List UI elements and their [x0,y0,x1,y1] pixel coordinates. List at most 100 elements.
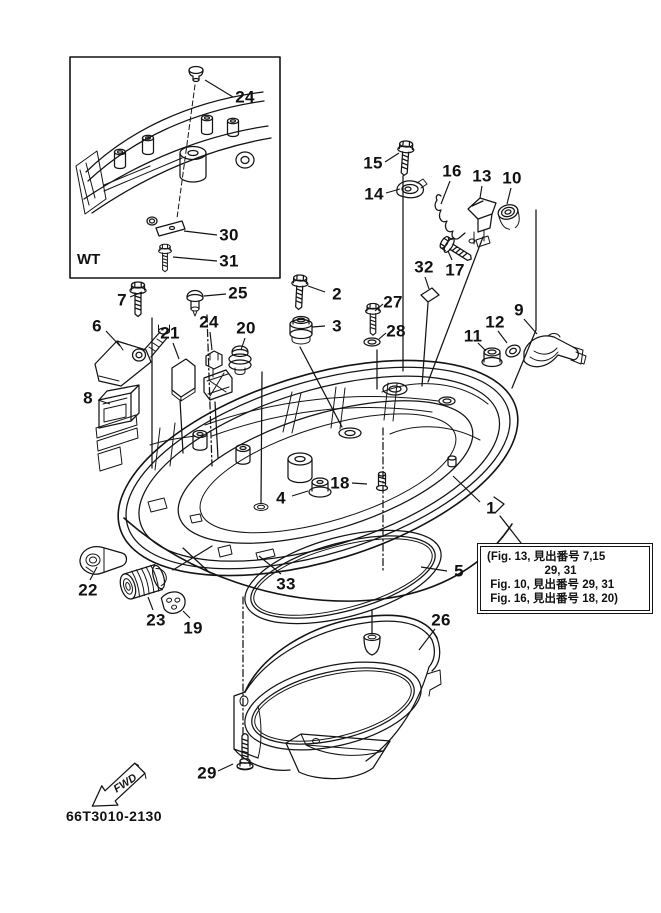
leader-line-30 [183,230,218,236]
callout-24: 24 [199,312,219,332]
leader-line-20 [240,337,246,351]
callout-17: 17 [445,260,465,280]
leader-line-27 [374,303,384,312]
callout-24: 24 [235,87,255,107]
leader-line-18 [351,482,368,485]
part-plate-14 [396,178,428,199]
part-screw-29 [236,733,254,771]
leader-line-31 [172,256,218,262]
seal-drawing [244,529,442,625]
part-clamp-30 [146,216,186,237]
callout-32: 32 [414,257,434,277]
callout-2: 2 [332,284,342,304]
part-pad-21 [171,358,196,402]
inset-box [69,56,281,279]
part-bracket-13 [467,197,497,248]
inset-label: WT [77,251,101,268]
leader-line-15 [384,152,400,163]
callout-26: 26 [431,610,451,630]
part-lever-9 [523,333,587,368]
callout-3: 3 [332,316,342,336]
lower-left-parts [79,545,186,614]
bottom-cowling-drawing [95,359,519,602]
leader-line-9 [523,318,538,335]
part-grommet-23 [119,564,167,600]
leader-line-2 [307,285,326,293]
callout-23: 23 [146,610,166,630]
leader-line-29 [217,763,234,772]
leader-line-14 [385,188,401,194]
reference-note-line: (Fig. 13, 見出番号 7,15 [487,551,606,563]
part-washer-12 [505,344,521,358]
part-grommet-10 [497,204,520,230]
right-hardware [481,333,587,368]
callout-11: 11 [463,326,483,346]
part-mount-3 [289,315,313,345]
callout-13: 13 [472,166,492,186]
part-bushing-4 [308,477,332,498]
leader-line-32 [424,276,430,290]
leader-line-1 [452,475,481,503]
leader-line-25 [203,293,227,297]
leader-line-33 [258,555,282,575]
leader-line-24 [204,79,234,98]
leader-line-5 [420,566,448,572]
callout-7: 7 [117,290,127,310]
connector-lines [151,175,537,738]
part-spring-16 [434,194,466,240]
callout-8: 8 [83,388,93,408]
callout-27: 27 [383,292,403,312]
callout-25: 25 [228,283,248,303]
callout-22: 22 [78,580,98,600]
callout-16: 16 [442,161,462,181]
callout-15: 15 [363,153,383,173]
leader-line-7 [129,291,143,298]
callout-31: 31 [219,251,239,271]
part-screw-18 [375,471,389,492]
leader-line-4 [291,490,309,497]
leader-line-8 [97,399,111,405]
part-grommet-20 [228,345,252,375]
callout-4: 4 [276,488,286,508]
leader-line-26 [418,628,436,651]
leader-line-17 [447,250,453,261]
leader-line-3 [311,325,326,328]
callout-6: 6 [92,316,102,336]
lower-cover-drawing [233,614,442,780]
callout-21: 21 [160,323,180,343]
leader-line-11 [477,342,487,352]
callout-9: 9 [514,300,524,320]
reference-note: (Fig. 13, 見出番号 7,15 29, 31 Fig. 10, 見出番号… [477,543,653,614]
part-screw-25 [186,289,204,317]
reference-note-text: (Fig. 13, 見出番号 7,15 29, 31 Fig. 10, 見出番号… [480,546,650,611]
callout-12: 12 [485,312,505,332]
part-pin-24-inset [188,65,204,83]
callout-29: 29 [197,763,217,783]
leader-line-23 [147,596,154,611]
part-washer-28 [363,337,381,347]
part-retainer-19 [160,591,186,614]
callout-20: 20 [236,318,256,338]
leader-line-28 [378,332,387,340]
leader-line-19 [182,610,191,619]
callout-1: 1 [486,498,496,518]
leader-line-12 [497,330,508,344]
upper-hardware [395,139,520,303]
leader-line-21 [172,342,180,360]
callout-33: 33 [276,574,296,594]
callout-28: 28 [386,321,406,341]
reference-note-line: Fig. 10, 見出番号 29, 31 [487,579,615,591]
callout-30: 30 [219,225,239,245]
leader-line-22 [89,566,98,581]
callout-19: 19 [183,618,203,638]
reference-note-line: Fig. 16, 見出番号 18, 20) [487,593,619,605]
callout-10: 10 [502,168,522,188]
callout-18: 18 [330,473,350,493]
part-block-8 [98,384,140,429]
leader-line-16 [440,180,451,205]
part-clip-24 [203,350,233,401]
part-cap-22 [79,545,128,575]
